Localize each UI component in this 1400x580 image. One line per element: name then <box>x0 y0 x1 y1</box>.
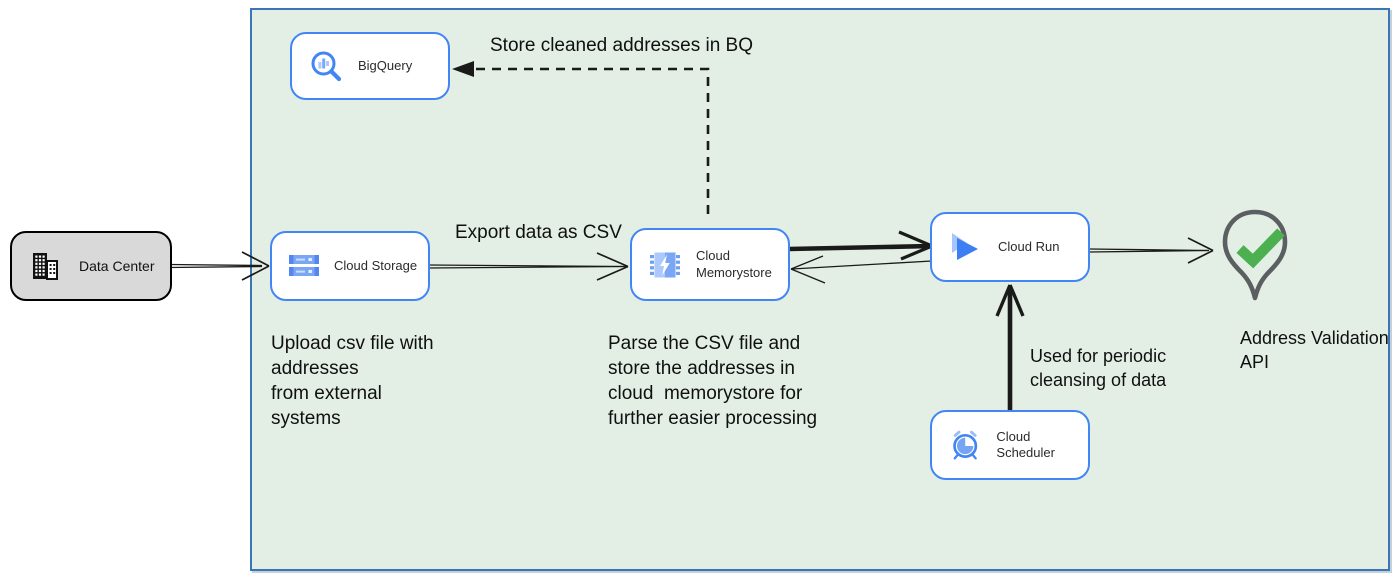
arrow-datacenter-to-storage[interactable] <box>170 248 272 284</box>
bigquery-icon <box>311 51 342 82</box>
node-cloud-storage[interactable]: Cloud Storage <box>270 231 430 301</box>
annotation-store-cleaned-bq[interactable]: Store cleaned addresses in BQ <box>490 35 753 56</box>
label-address-validation-api: Address Validation API <box>1240 328 1389 372</box>
node-cloud-run[interactable]: Cloud Run <box>930 212 1090 282</box>
arrow-run-to-validation[interactable] <box>1090 236 1218 266</box>
node-label: BigQuery <box>358 57 413 73</box>
arrow-scheduler-to-run[interactable] <box>993 282 1029 412</box>
arrow-storage-to-memorystore[interactable] <box>429 250 631 284</box>
node-label: Cloud Run <box>998 238 1060 254</box>
annotation-export-csv[interactable]: Export data as CSV <box>455 222 622 243</box>
data-center-icon <box>33 253 58 280</box>
gcp-boundary-container[interactable] <box>250 8 1390 571</box>
arrow-memorystore-to-bigquery-dashed[interactable] <box>448 54 716 218</box>
node-bigquery[interactable]: BigQuery <box>290 32 450 100</box>
address-validation-pin-icon[interactable] <box>1220 208 1290 312</box>
arrow-run-to-memorystore[interactable] <box>789 252 935 286</box>
annotation-parse-csv[interactable]: Parse the CSV file and store the address… <box>608 333 818 429</box>
cloud-storage-icon <box>289 255 319 276</box>
annotation-upload-csv[interactable]: Upload csv file with addresses from exte… <box>271 333 434 429</box>
node-cloud-memorystore[interactable]: Cloud Memorystore <box>630 228 790 301</box>
node-cloud-scheduler[interactable]: Cloud Scheduler <box>930 410 1090 480</box>
node-label: Cloud Storage <box>334 257 418 273</box>
node-label: Cloud Scheduler <box>996 428 1055 460</box>
cloud-run-icon <box>952 233 978 260</box>
arrow-memorystore-to-run[interactable] <box>789 228 935 264</box>
annotation-periodic-cleansing[interactable]: Used for periodic cleansing of data <box>1030 346 1167 390</box>
node-label: Cloud Memorystore <box>696 248 772 280</box>
cloud-memorystore-icon <box>650 252 680 277</box>
node-data-center[interactable]: Data Center <box>10 231 172 301</box>
node-label: Data Center <box>79 258 155 274</box>
cloud-scheduler-icon <box>953 430 978 460</box>
